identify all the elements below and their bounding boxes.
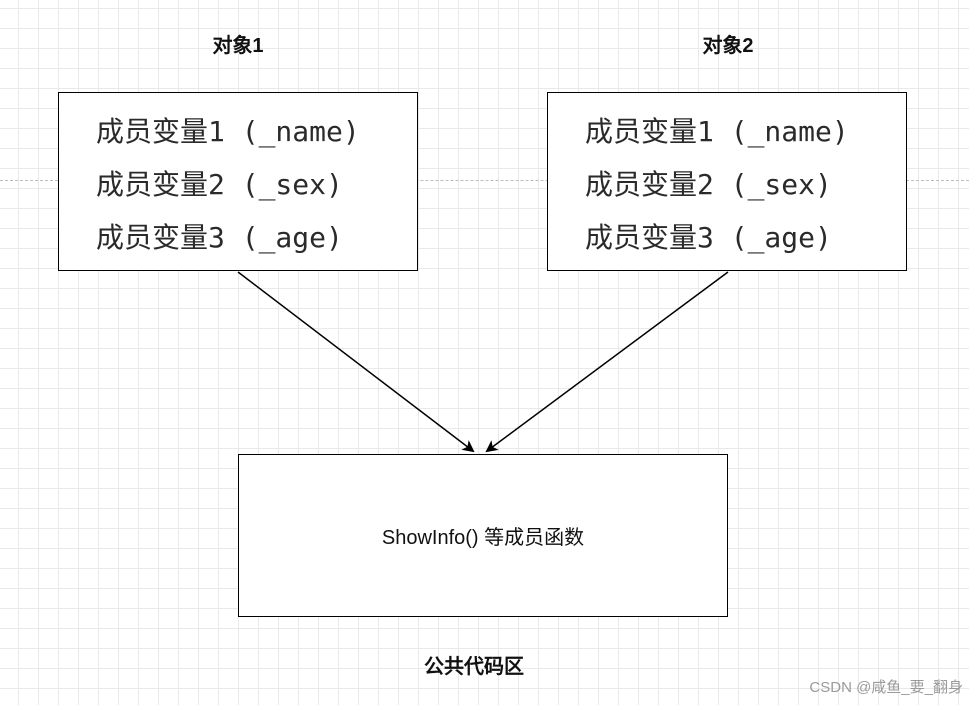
common-code-box: ShowInfo() 等成员函数 bbox=[238, 454, 728, 617]
object-2-member-age: 成员变量3 (_age) bbox=[585, 221, 832, 254]
object-1-member-age: 成员变量3 (_age) bbox=[96, 221, 343, 254]
watermark-text: CSDN @咸鱼_要_翻身 bbox=[809, 679, 963, 696]
arrow-object-2-to-common bbox=[485, 271, 729, 453]
common-code-label: 公共代码区 bbox=[424, 656, 524, 678]
object-2-member-sex: 成员变量2 (_sex) bbox=[585, 168, 832, 201]
object-2-box: 成员变量1 (_name) 成员变量2 (_sex) 成员变量3 (_age) bbox=[547, 92, 907, 271]
object-1-box: 成员变量1 (_name) 成员变量2 (_sex) 成员变量3 (_age) bbox=[58, 92, 418, 271]
object-1-title: 对象1 bbox=[212, 35, 264, 57]
object-1-member-name: 成员变量1 (_name) bbox=[96, 115, 360, 148]
object-2-title: 对象2 bbox=[702, 35, 754, 57]
page-break-line bbox=[0, 180, 969, 181]
object-1-member-sex: 成员变量2 (_sex) bbox=[96, 168, 343, 201]
arrow-object-1-to-common bbox=[237, 271, 475, 453]
object-2-member-name: 成员变量1 (_name) bbox=[585, 115, 849, 148]
common-code-content: ShowInfo() 等成员函数 bbox=[381, 527, 585, 549]
